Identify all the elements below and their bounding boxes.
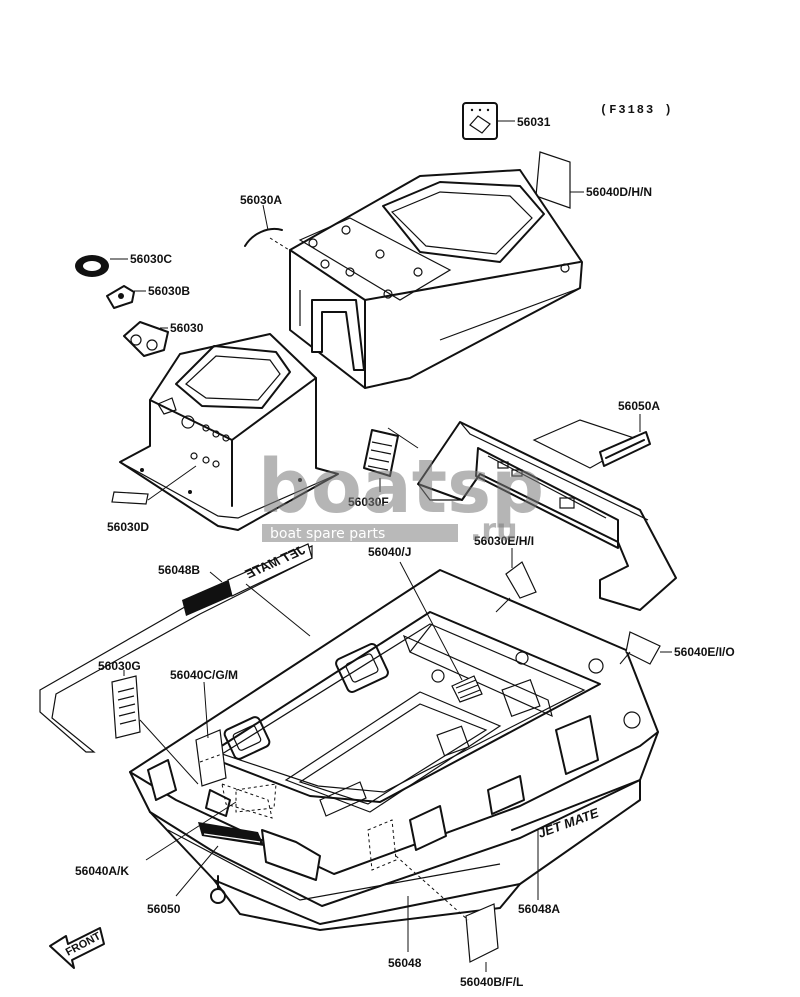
- part-56031-decal: [462, 102, 515, 140]
- label-56031: 56031: [517, 115, 551, 129]
- part-56040cgm-sticker: [195, 681, 227, 787]
- label-56030ehi: 56030E/H/I: [474, 534, 534, 548]
- label-56040j: 56040/J: [368, 545, 411, 559]
- watermark: boatsp boat spare parts .ru: [258, 444, 544, 548]
- label-56048b: 56048B: [158, 563, 200, 577]
- part-56040eio-sticker: [619, 631, 672, 665]
- label-56040bfl: 56040B/F/L: [460, 975, 523, 989]
- label-56040eio: 56040E/I/O: [674, 645, 735, 659]
- part-56050-emblem: [175, 822, 264, 897]
- label-56030: 56030: [170, 321, 204, 335]
- label-56030c: 56030C: [130, 252, 172, 266]
- hood-cover: [289, 169, 583, 389]
- watermark-tagline: boat spare parts: [270, 526, 385, 542]
- watermark-brand: boatsp: [258, 444, 544, 530]
- part-56030d-strip: [111, 465, 197, 505]
- label-56050: 56050: [147, 902, 181, 916]
- label-56030g: 56030G: [98, 659, 141, 673]
- label-56040dhn: 56040D/H/N: [586, 185, 652, 199]
- part-56030-grommet: [123, 321, 169, 357]
- grab-rail: [387, 421, 677, 611]
- part-56030ehi-sticker: [495, 548, 537, 613]
- label-56030d: 56030D: [107, 520, 149, 534]
- label-56030f: 56030F: [348, 495, 389, 509]
- part-56030c-ring: [75, 255, 128, 277]
- main-hull: [129, 569, 659, 931]
- label-56048a: 56048A: [518, 902, 560, 916]
- part-56040dhn-sticker: [535, 151, 584, 209]
- part-56048a-stripe: [511, 779, 641, 900]
- watermark-suffix: .ru: [470, 513, 518, 548]
- label-56030b: 56030B: [148, 284, 190, 298]
- label-56030a: 56030A: [240, 193, 282, 207]
- part-56040bfl-sticker: [395, 855, 499, 972]
- part-56048b-stripe: [39, 543, 313, 753]
- part-56050a-sticker: [532, 414, 651, 469]
- label-56050a: 56050A: [618, 399, 660, 413]
- front-arrow-icon: FRONT: [49, 927, 105, 969]
- part-56030a-clip: [244, 204, 303, 259]
- part-56030f-decal: [363, 429, 399, 492]
- label-56040cgm: 56040C/G/M: [170, 668, 238, 682]
- figure-code: (F3183 ): [600, 103, 674, 117]
- part-56030g-decal: [111, 670, 199, 785]
- part-56048-area: [367, 819, 409, 952]
- label-56040ak: 56040A/K: [75, 864, 129, 878]
- part-56030b-tab: [106, 285, 146, 309]
- part-56040ak-area: [145, 783, 277, 861]
- label-56048: 56048: [388, 956, 422, 970]
- part-56040j-decal: [399, 561, 483, 703]
